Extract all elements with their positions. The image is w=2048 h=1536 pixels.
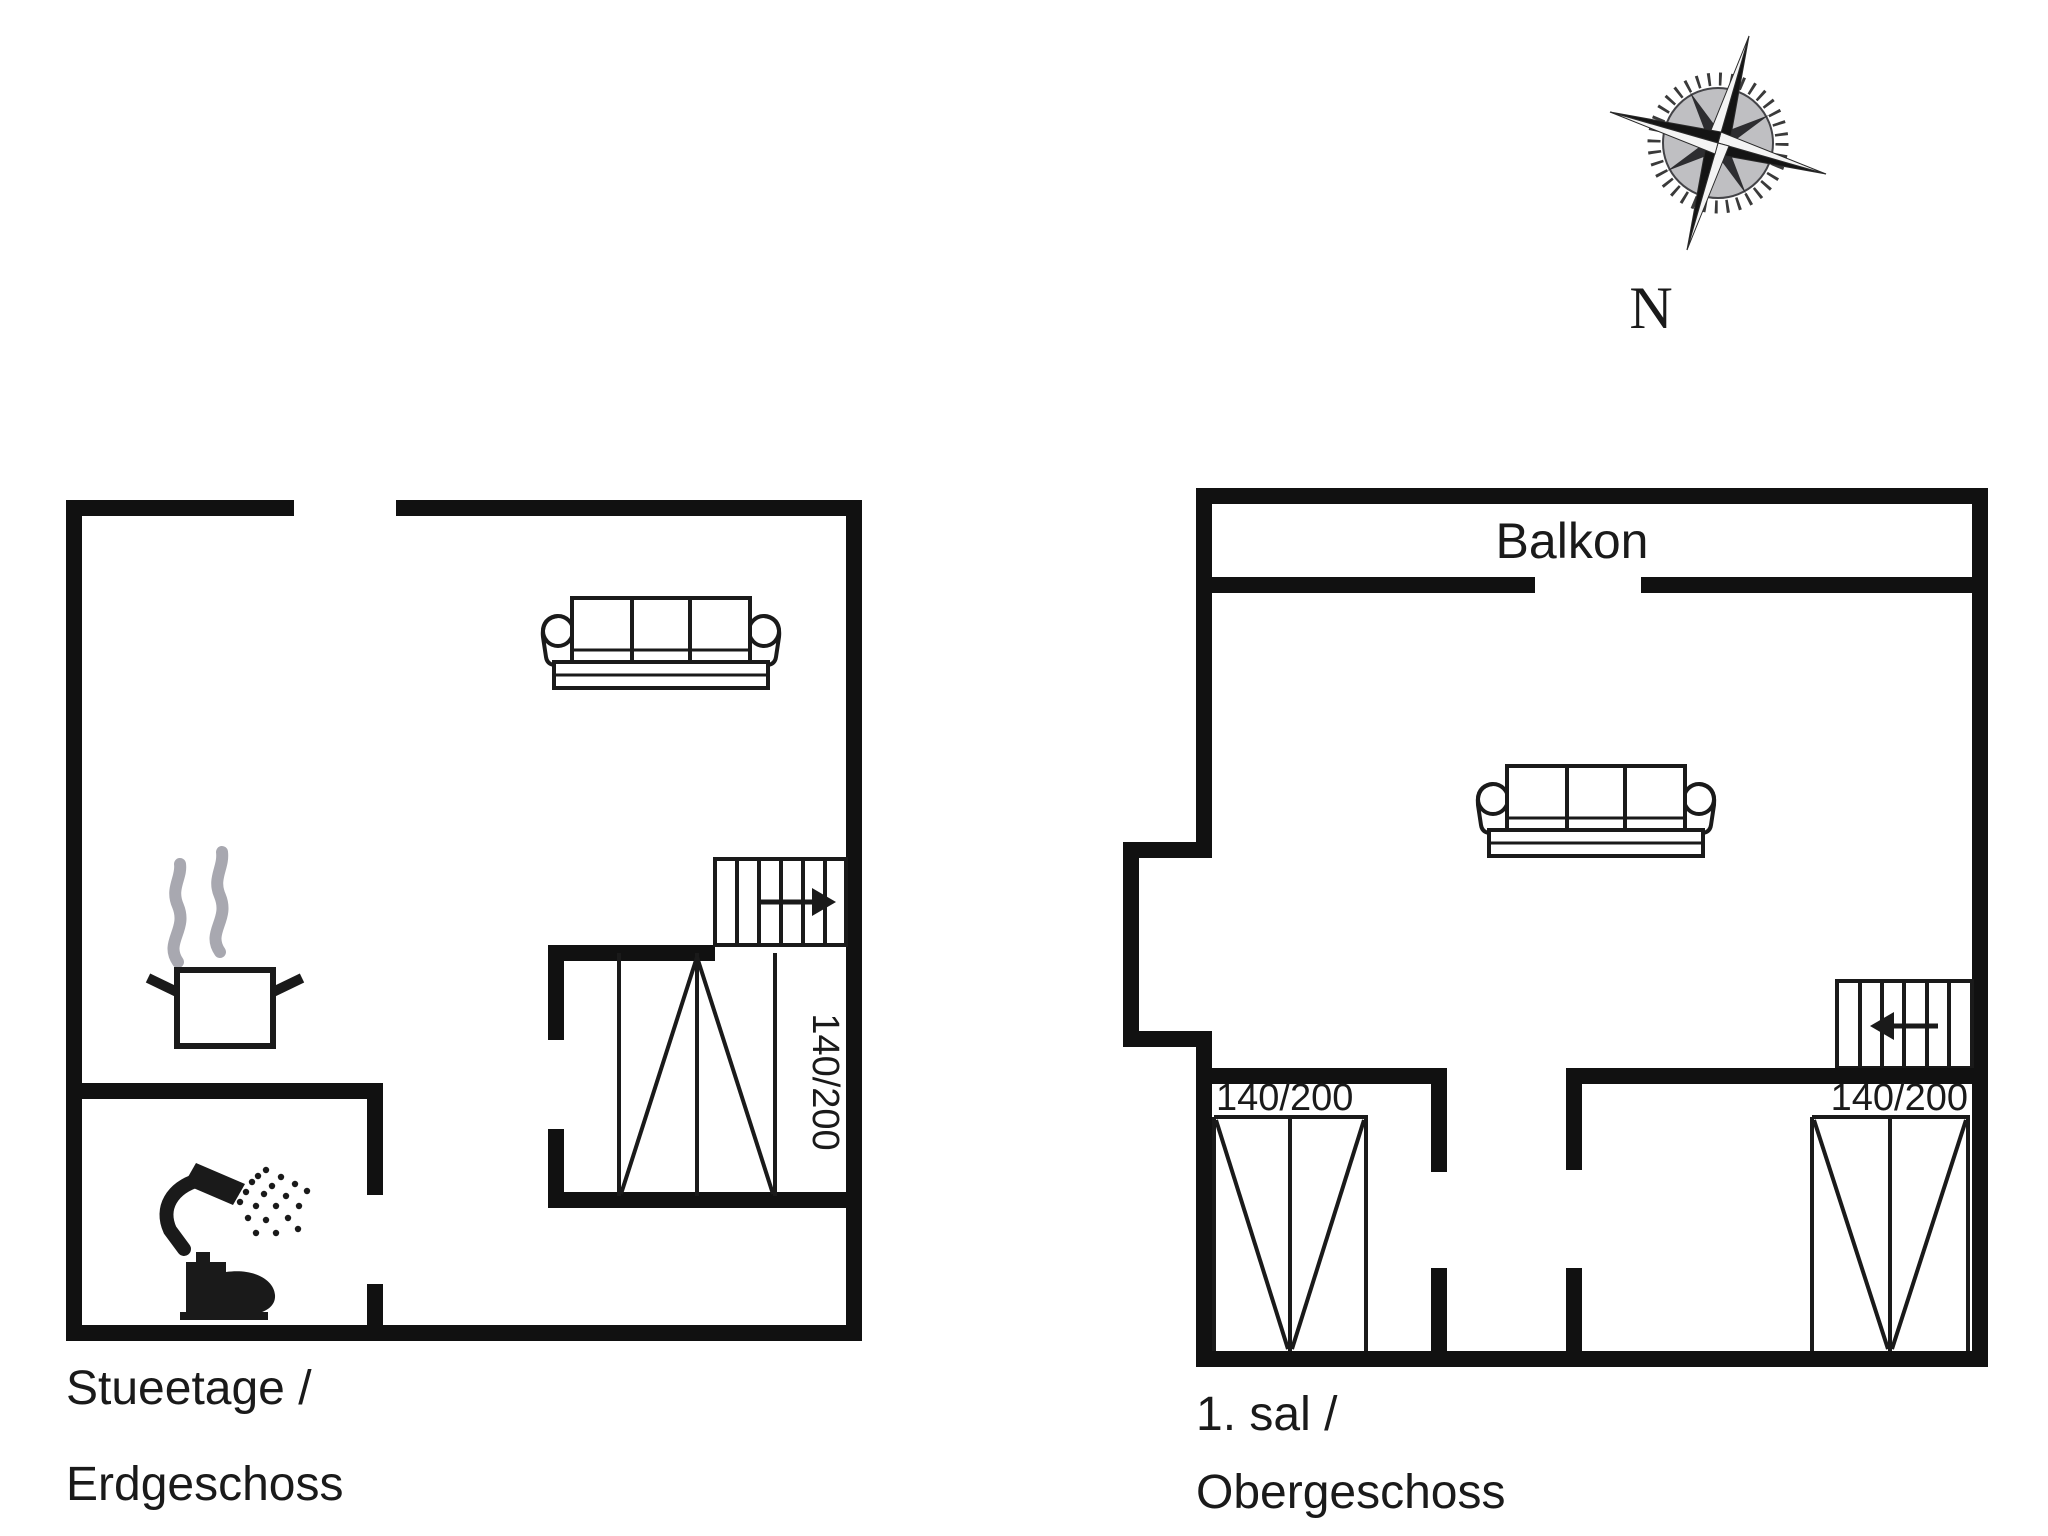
steam-icon [167, 846, 229, 968]
double-bed-icon [1810, 1115, 1970, 1351]
left-bedroom-walls [1196, 1068, 1447, 1359]
cooking-pot-icon [145, 967, 305, 1049]
stairs-down-icon [1835, 979, 1974, 1070]
floor-label-line1: Stueetage / [66, 1362, 312, 1415]
floor-label-line2: Erdgeschoss [66, 1458, 343, 1511]
shower-spray-dots [236, 1166, 311, 1237]
bed-size-label: 140/200 [1216, 1077, 1353, 1119]
upper-floor-outer-walls [1123, 488, 1988, 1367]
double-bed-icon [1212, 1115, 1368, 1351]
floor-label-line1: 1. sal / [1196, 1388, 1338, 1441]
balcony-label: Balkon [1496, 513, 1649, 569]
bed-size-label: 140/200 [804, 1013, 846, 1150]
stairs-direction-arrow [757, 888, 836, 916]
double-bed-icon [617, 953, 777, 1196]
floor-label-line2: Obergeschoss [1196, 1466, 1506, 1519]
toilet-icon [180, 1252, 276, 1320]
stairs-direction-arrow [1870, 1012, 1938, 1040]
ground-floor-plan: 140/200 Stueetage / Erdgeschoss [66, 500, 862, 1511]
compass-rose-icon: N [1609, 35, 1827, 341]
stairs-up-icon [713, 857, 848, 947]
ground-floor-outer-walls [66, 500, 862, 1341]
sofa-icon [1475, 764, 1717, 858]
sofa-icon [540, 596, 782, 690]
north-label: N [1629, 275, 1672, 341]
bed-size-label: 140/200 [1831, 1077, 1968, 1119]
shower-icon [159, 1163, 311, 1256]
right-bedroom-walls [1566, 1068, 1980, 1359]
upper-floor-plan: Balkon 14 [1123, 488, 1988, 1519]
